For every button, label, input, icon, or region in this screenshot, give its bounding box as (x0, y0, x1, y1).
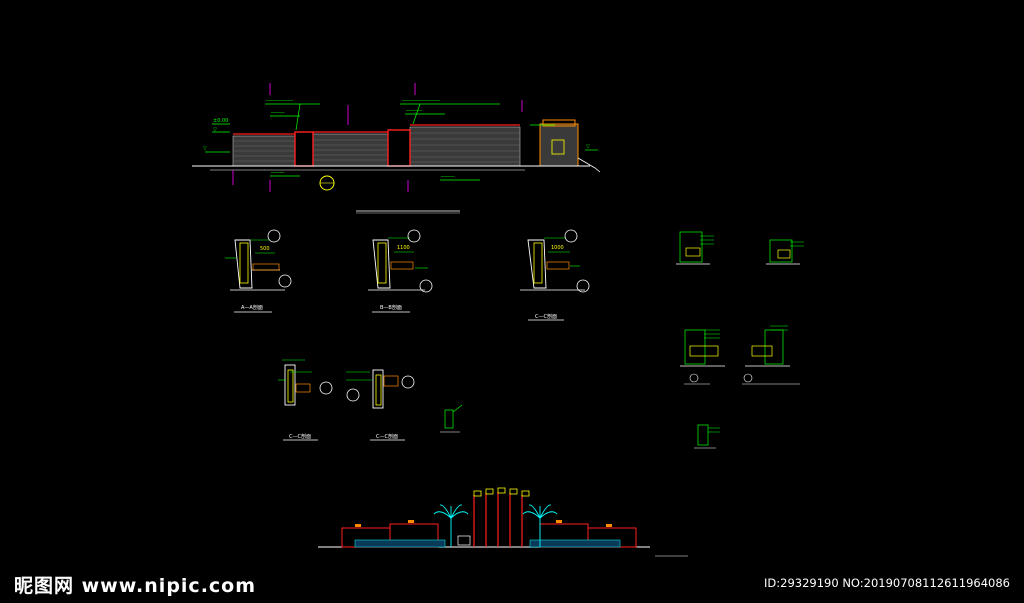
palm-tree-right (522, 504, 558, 547)
svg-text:──────: ────── (405, 109, 423, 114)
svg-text:500: 500 (260, 246, 270, 252)
elevation-title (356, 210, 460, 214)
small-detail-center (440, 404, 463, 433)
svg-text:▽: ▽ (213, 127, 217, 133)
svg-text:─────: ───── (440, 175, 455, 180)
section-a-caption: A—A剖面 (241, 304, 263, 311)
svg-text:1000: 1000 (551, 245, 564, 251)
svg-text:▽: ▽ (203, 146, 207, 152)
right-detail-1 (676, 231, 714, 265)
wall-panel-2 (312, 133, 389, 167)
wall-panel-1 (232, 135, 296, 167)
section-d-caption: C—C剖面 (289, 433, 311, 440)
svg-text:─────: ───── (270, 171, 285, 176)
svg-text:──────────: ────────── (265, 99, 293, 104)
svg-text:▽: ▽ (586, 144, 590, 150)
section-e-detail: C—C剖面 (346, 369, 415, 441)
right-detail-4 (742, 325, 800, 385)
wall-panel-3 (409, 126, 521, 167)
right-detail-3 (680, 329, 725, 385)
section-c-caption: C—C剖面 (535, 313, 557, 320)
section-e-caption: C—C剖面 (376, 433, 398, 440)
pillar (387, 129, 411, 167)
palm-tree-left (433, 504, 469, 547)
watermark-logo: 昵图网 www.nipic.com (14, 575, 257, 597)
section-b-caption: B—B剖面 (380, 304, 402, 311)
watermark-id: ID:29329190 NO:20190708112611964086 (764, 576, 1010, 590)
bottom-entrance-elevation (318, 487, 688, 557)
svg-text:1100: 1100 (397, 245, 410, 251)
section-a-detail: 500 A—A剖面 (225, 229, 292, 313)
right-detail-5 (694, 424, 720, 449)
right-detail-2 (766, 239, 804, 265)
gate-house (539, 119, 579, 167)
svg-text:──────────────: ────────────── (401, 99, 440, 104)
main-wall-elevation: ────────── ────────────── ───── ────── ─… (192, 83, 601, 214)
svg-text:─────: ───── (270, 111, 285, 116)
pillar (294, 131, 314, 167)
section-c-detail: 1000 C—C剖面 (520, 229, 590, 321)
level-mark: ±0.00 (213, 118, 228, 124)
section-d-detail: C—C剖面 (278, 359, 333, 441)
section-b-detail: 1100 B—B剖面 (368, 229, 433, 313)
